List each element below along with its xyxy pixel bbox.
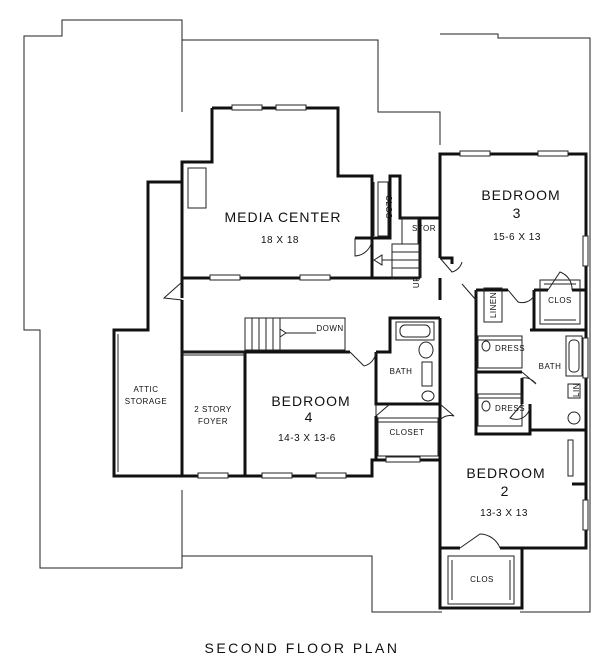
clos-media-label: CLOS [384, 195, 393, 219]
bath-right-label: BATH [539, 362, 562, 371]
foyer-label-1: 2 STORY [194, 405, 232, 414]
bedroom4-number: 4 [305, 409, 314, 425]
bedroom3-number: 3 [513, 205, 522, 221]
bedroom2-name: BEDROOM [466, 465, 545, 481]
attic-label-2: STORAGE [125, 397, 167, 406]
linen-label: LINEN [489, 292, 498, 318]
media-center-name: MEDIA CENTER [224, 209, 341, 225]
door-swings [162, 238, 573, 549]
bedroom2-size: 13-3 X 13 [480, 508, 528, 519]
bedroom2-number: 2 [501, 483, 510, 499]
foyer-label-2: FOYER [198, 417, 228, 426]
stairs-down [244, 317, 346, 351]
dress2-label: DRESS [495, 404, 525, 413]
media-center-size: 18 X 18 [261, 235, 299, 246]
clos-bed3-label: CLOS [548, 296, 572, 305]
closet-label: CLOSET [389, 428, 424, 437]
windows [197, 104, 589, 531]
down-label: DOWN [316, 324, 343, 333]
bath-fixtures [395, 321, 583, 425]
bedroom3-name: BEDROOM [481, 187, 560, 203]
lin-label: LIN [572, 383, 581, 397]
stor-label: STOR [412, 224, 436, 233]
attic-label-1: ATTIC [133, 385, 158, 394]
clos-bed2-label: CLOS [470, 575, 494, 584]
dress1-label: DRESS [495, 344, 525, 353]
up-arrow-icon [373, 254, 383, 266]
bedroom3-size: 15-6 X 13 [493, 232, 541, 243]
bath-center-label: BATH [390, 367, 413, 376]
bedroom4-name: BEDROOM [271, 393, 350, 409]
walls [112, 106, 588, 610]
room-labels: MEDIA CENTER 18 X 18 BEDROOM 3 15-6 X 13… [125, 187, 581, 584]
plan-title: SECOND FLOOR PLAN [205, 640, 400, 656]
up-label: UP [412, 276, 421, 288]
bedroom4-size: 14-3 X 13-6 [278, 433, 336, 444]
